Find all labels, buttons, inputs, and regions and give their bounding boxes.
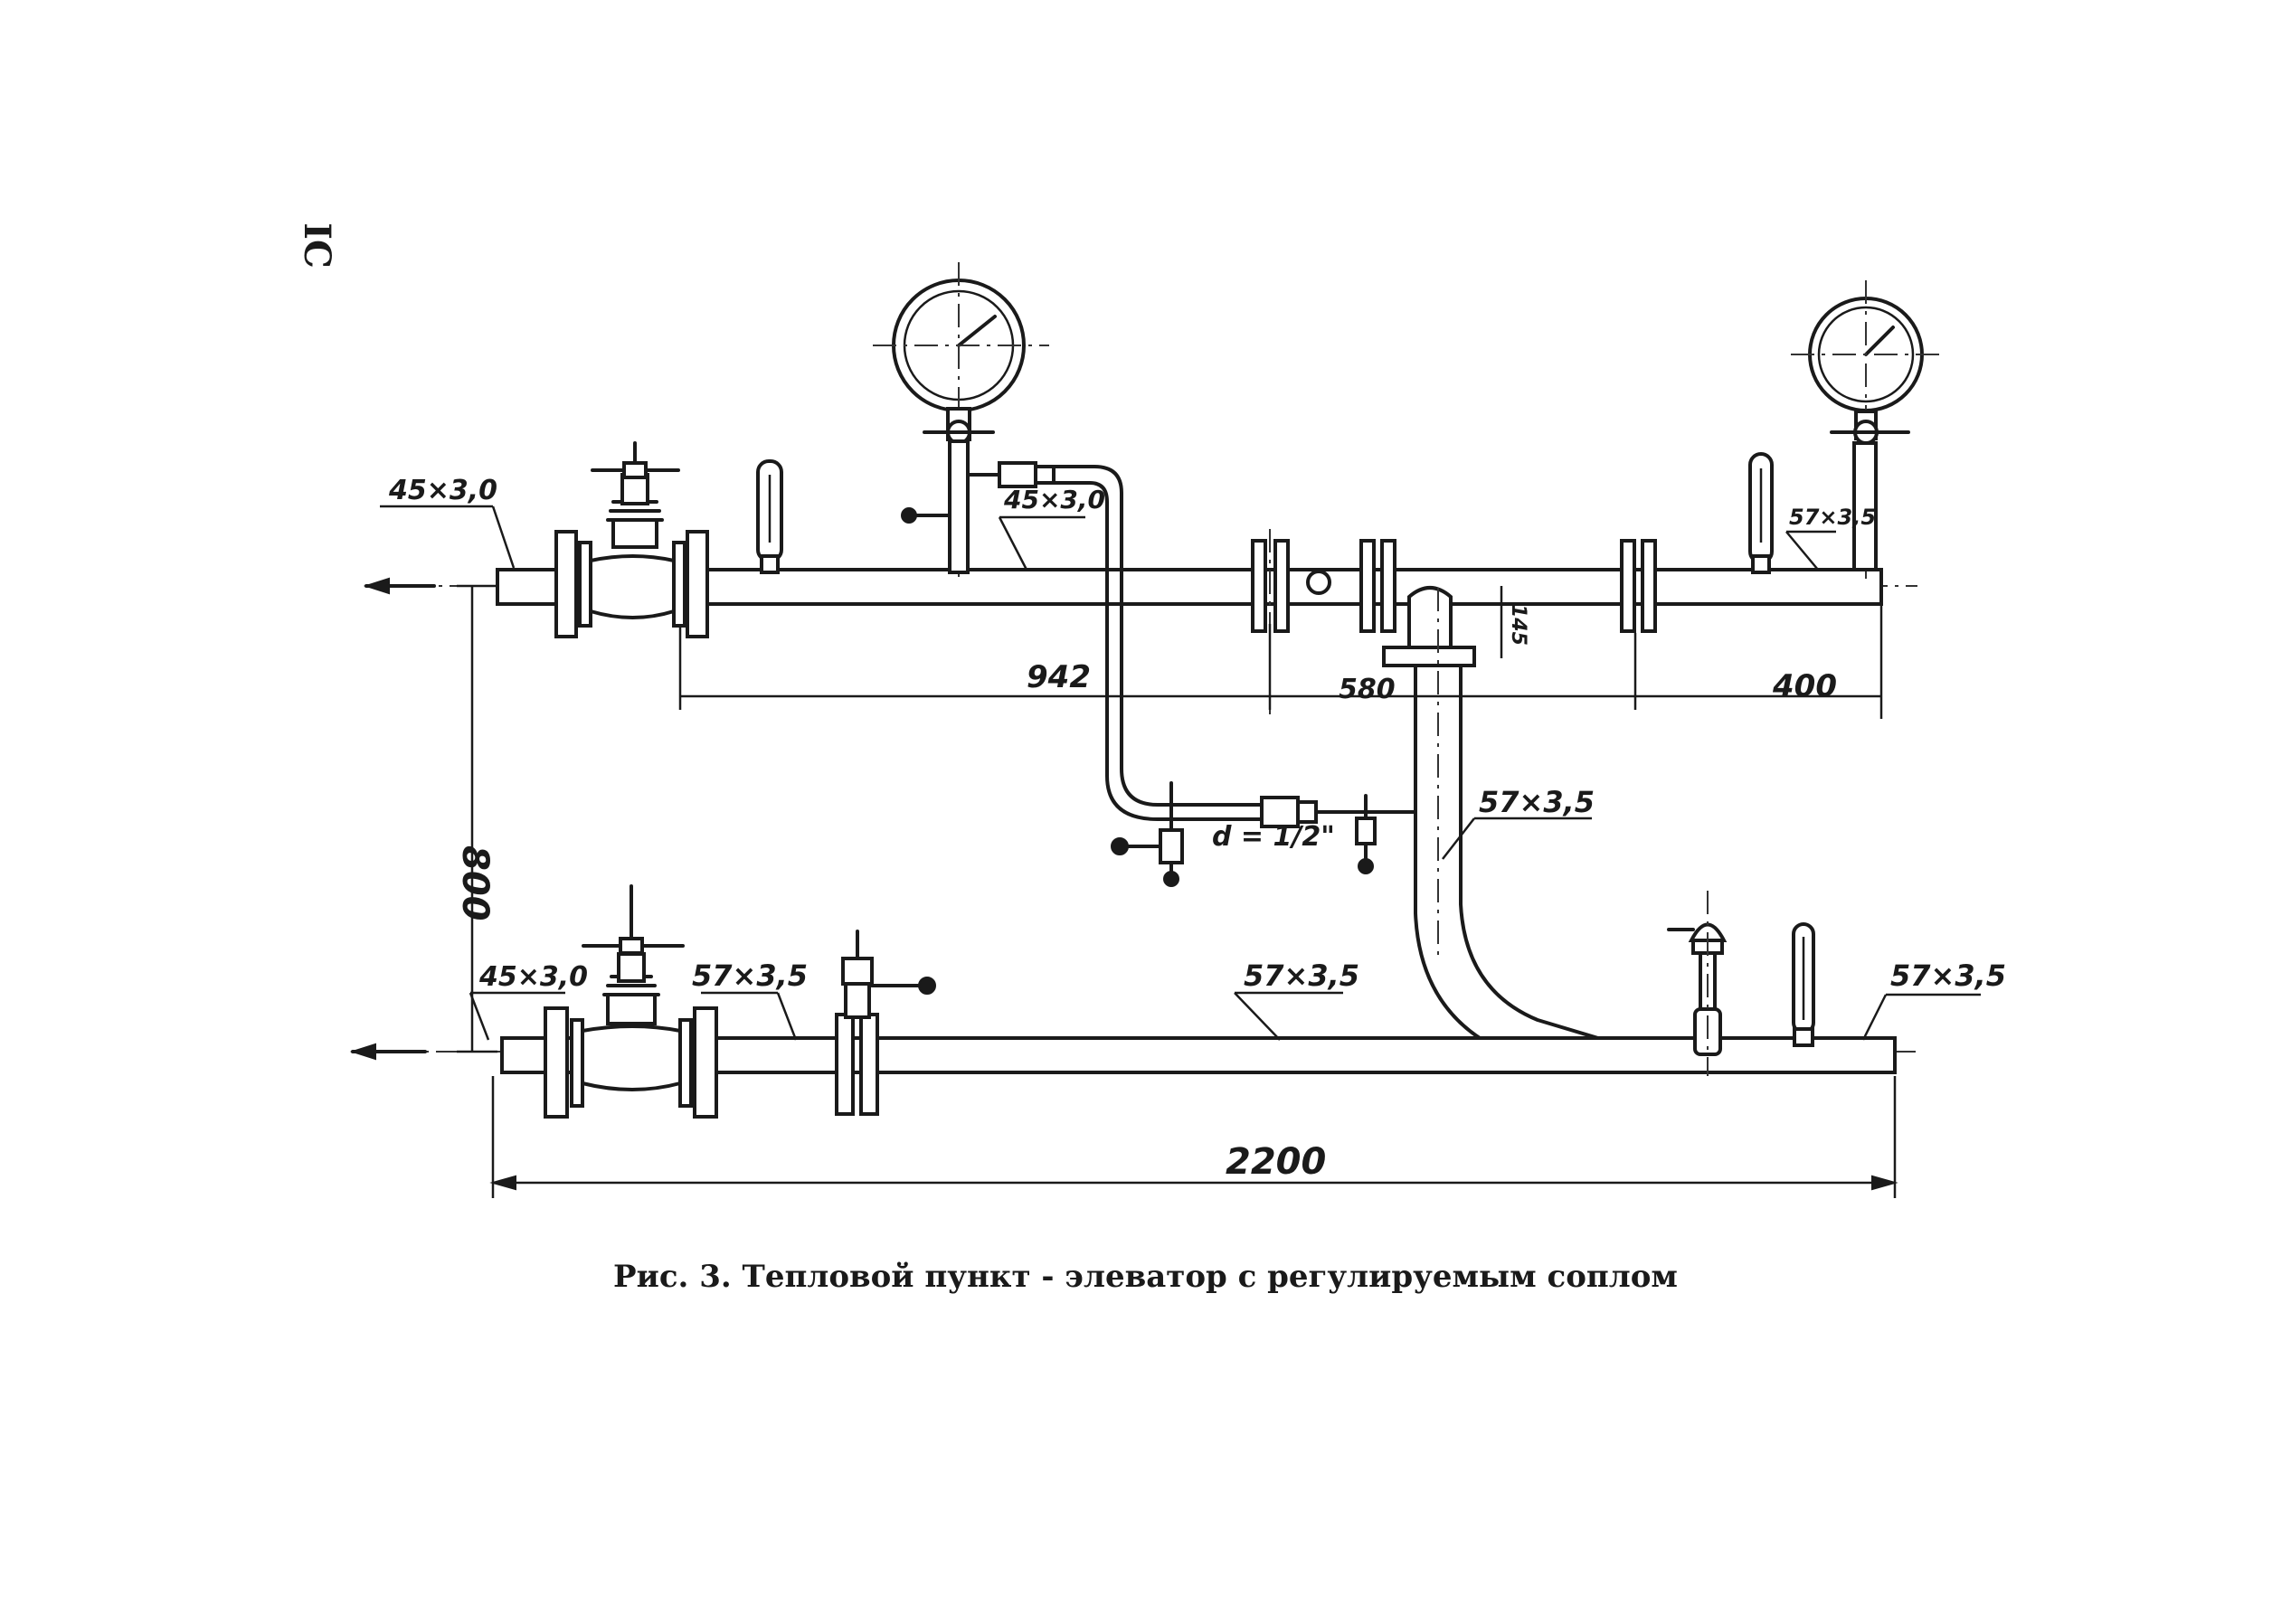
label-return-inlet-pipe: 45×3,0: [478, 961, 588, 993]
label-impulse-tube: d = 1/2": [1212, 821, 1335, 853]
dim-total-length: 2200: [1226, 1141, 1326, 1183]
dim-elevator-offset: 145: [1507, 604, 1529, 646]
return-thermometer-well: [1667, 891, 1728, 1076]
impulse-tube: [1052, 465, 1417, 887]
return-pipeline: [349, 1036, 1917, 1074]
return-gate-valve: [544, 884, 718, 1119]
dim-supply-span-3: 400: [1772, 668, 1837, 704]
label-supply-gauge-pipe: 45×3,0: [1003, 485, 1105, 515]
label-supply-inlet-pipe: 45×3,0: [388, 475, 497, 506]
return-thermometer: [1792, 922, 1815, 1047]
label-return-pipe-2: 57×3,5: [1244, 958, 1359, 993]
leader-lines: [380, 505, 1981, 1041]
supply-thermometer-1: [756, 459, 783, 574]
dim-supply-span-2: 580: [1339, 674, 1396, 705]
label-return-pipe-1: 57×3,5: [692, 958, 808, 993]
dim-vertical-spacing: 800: [454, 845, 496, 921]
supply-thermometer-2: [1748, 452, 1774, 574]
label-mixing-bend-pipe: 57×3,5: [1479, 785, 1595, 819]
supply-gate-valve: [554, 441, 709, 638]
supply-pressure-gauge-2: [1791, 280, 1945, 579]
label-supply-outlet-pipe: 57×3,5: [1789, 505, 1876, 530]
dim-supply-span-1: 942: [1027, 659, 1091, 695]
supply-pressure-gauge-1: [873, 262, 1056, 579]
return-regulator: [835, 930, 936, 1116]
elevator-mixing-branch: [1382, 586, 1612, 1060]
elevator-flanges: [1251, 529, 1657, 714]
figure-caption: Рис. 3. Тепловой пункт - элеватор с регу…: [613, 1259, 1678, 1295]
label-return-outlet-pipe: 57×3,5: [1890, 958, 2006, 993]
dimension-lines: [457, 584, 1898, 1198]
